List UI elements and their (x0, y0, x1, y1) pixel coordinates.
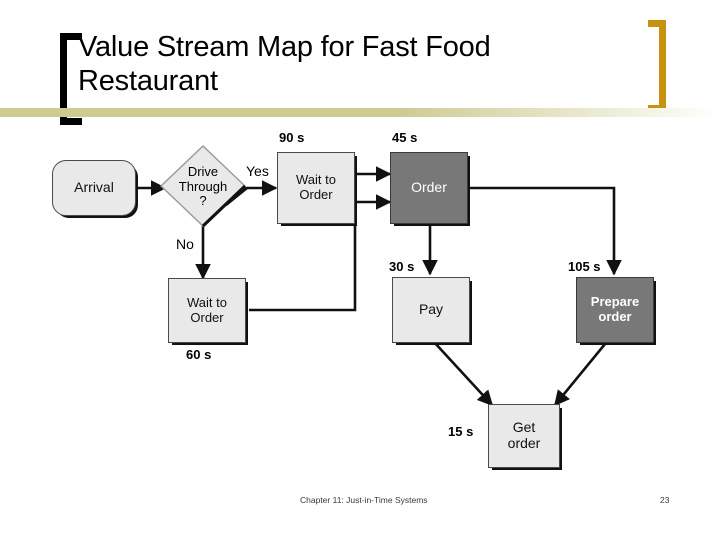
node-pay-label: Pay (418, 301, 444, 318)
node-arrival[interactable]: Arrival (52, 160, 136, 216)
node-decision-label-line3: ? (199, 193, 207, 209)
node-wait-to-order-top-label-line2: Order (299, 187, 333, 202)
time-label-wait-to-order-bottom: 60 s (186, 347, 212, 362)
page-title: Value Stream Map for Fast Food Restauran… (78, 31, 491, 98)
edge-label-no: No (176, 236, 194, 252)
node-prepare-order[interactable]: Prepare order (576, 277, 654, 343)
node-wait-to-order-bottom[interactable]: Wait to Order (168, 278, 246, 343)
edge-order-to-prepare (467, 186, 622, 276)
node-wait-to-order-bottom-label-line2: Order (190, 309, 224, 325)
node-get-order-label-line1: Get (512, 419, 536, 436)
time-label-prepare-order: 105 s (568, 259, 601, 274)
node-arrival-label: Arrival (74, 179, 114, 196)
node-wait-to-order-top[interactable]: Wait to Order (277, 152, 355, 224)
footer-page-number: 23 (660, 495, 670, 505)
node-wait-to-order-bottom-label-line1: Wait to (187, 294, 227, 310)
node-prepare-order-label-line2: order (598, 309, 632, 324)
edge-label-yes: Yes (246, 163, 269, 179)
title-divider-rule (0, 108, 720, 117)
edge-prepare-to-get-order (553, 343, 607, 407)
edge-wait-bottom-to-order (249, 194, 392, 312)
decision-diamond-highlight-edge (201, 184, 247, 228)
node-decision-label-line1: Drive (187, 164, 219, 180)
node-wait-to-order-top-label-line1: Wait to (296, 172, 336, 188)
time-label-get-order: 15 s (448, 424, 474, 439)
node-get-order[interactable]: Get order (488, 404, 560, 468)
node-decision-drive-through[interactable]: Drive Through ? (163, 156, 243, 218)
node-get-order-label-line2: order (507, 435, 541, 451)
node-order-label: Order (411, 179, 447, 196)
edge-pay-to-get-order (433, 341, 494, 407)
time-label-order: 45 s (392, 130, 418, 145)
node-prepare-order-label-line1: Prepare (590, 294, 640, 310)
title-bracket-left (60, 33, 82, 125)
node-order[interactable]: Order (390, 152, 468, 224)
node-pay[interactable]: Pay (392, 277, 470, 343)
node-decision-label-line2: Through (178, 178, 228, 194)
time-label-pay: 30 s (389, 259, 415, 274)
time-label-wait-to-order-top: 90 s (279, 130, 305, 145)
footer-chapter-text: Chapter 11: Just-in-Time Systems (300, 495, 428, 505)
